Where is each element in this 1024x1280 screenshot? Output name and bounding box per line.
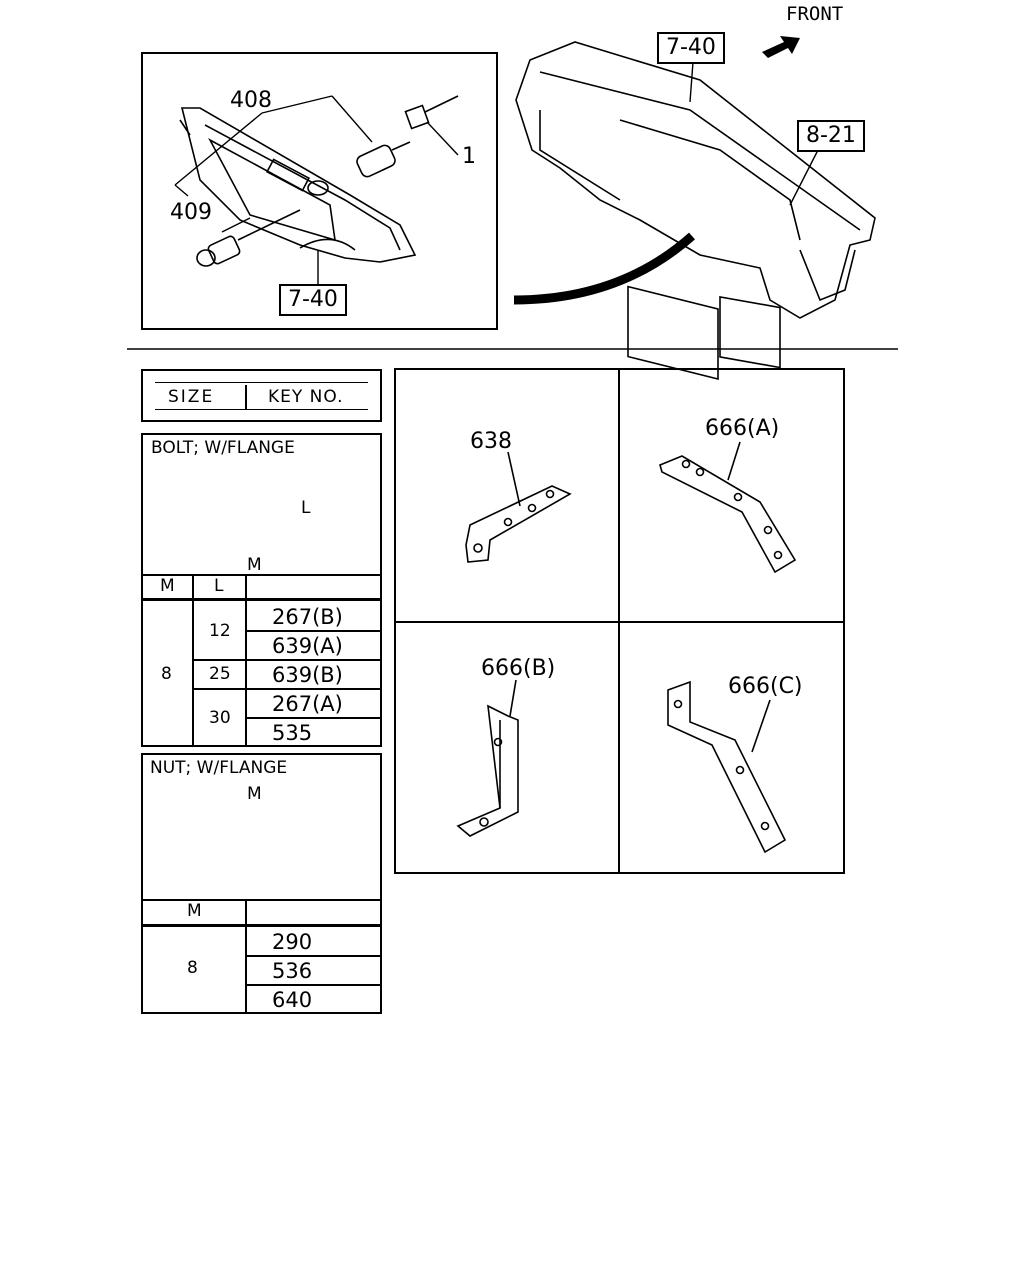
ref-box-8-21-main[interactable]: 8-21: [797, 120, 865, 153]
callout-1: 1: [462, 144, 476, 169]
bracket-666a-drawing: [659, 441, 797, 574]
bolt-key-639a[interactable]: 639(A): [272, 634, 343, 658]
dashboard-drawing: [515, 41, 876, 381]
bolt-l-30: 30: [209, 708, 231, 728]
bolt-key-267b[interactable]: 267(B): [272, 605, 343, 629]
callout-409: 409: [170, 200, 212, 225]
inset-switch-part: [356, 95, 459, 178]
inset-knob-part: [196, 209, 301, 267]
nut-key-640[interactable]: 640: [272, 988, 313, 1012]
bolt-key-639b[interactable]: 639(B): [272, 663, 343, 687]
nut-key-290[interactable]: 290: [272, 930, 313, 954]
bolt-dim-l: L: [301, 498, 311, 518]
ref-box-7-40-main[interactable]: 7-40: [657, 32, 725, 65]
bolt-section-box: [141, 433, 382, 747]
bolt-col-m: M: [160, 576, 175, 596]
bolt-key-267a[interactable]: 267(A): [272, 692, 343, 716]
bolt-col-l: L: [214, 576, 224, 596]
bolt-l-25: 25: [209, 664, 231, 684]
header-key-no: KEY NO.: [268, 387, 344, 407]
bolt-m-value: 8: [161, 664, 172, 684]
front-arrow-icon: [762, 36, 800, 58]
bracket-638-drawing: [465, 451, 572, 563]
bolt-l-12: 12: [209, 621, 231, 641]
nut-m-value: 8: [187, 958, 198, 978]
dashboard-leaders: [689, 61, 819, 206]
nut-title: NUT; W/FLANGE: [150, 758, 288, 778]
callout-408: 408: [230, 88, 272, 113]
nut-dim-m: M: [247, 784, 262, 804]
front-label: FRONT: [786, 3, 844, 25]
inset-panel-drawing: [179, 107, 417, 263]
bolt-title: BOLT; W/FLANGE: [151, 438, 295, 458]
connector-arrow: [513, 232, 695, 305]
bracket-666b-drawing: [456, 679, 519, 837]
nut-col-m: M: [187, 901, 202, 921]
inset-leaders: [174, 95, 459, 285]
bolt-key-535[interactable]: 535: [272, 721, 313, 745]
bracket-label-638[interactable]: 638: [470, 429, 512, 454]
header-size: SIZE: [168, 387, 215, 407]
bolt-dim-m: M: [247, 555, 262, 575]
bracket-label-666b[interactable]: 666(B): [481, 656, 556, 681]
size-key-header-box: [141, 369, 382, 422]
nut-key-536[interactable]: 536: [272, 959, 313, 983]
ref-box-7-40-inset[interactable]: 7-40: [279, 284, 347, 317]
bracket-label-666a[interactable]: 666(A): [705, 416, 780, 441]
nut-section-box: [141, 753, 382, 1014]
bracket-666c-drawing: [667, 680, 787, 854]
bracket-label-666c[interactable]: 666(C): [728, 674, 803, 699]
